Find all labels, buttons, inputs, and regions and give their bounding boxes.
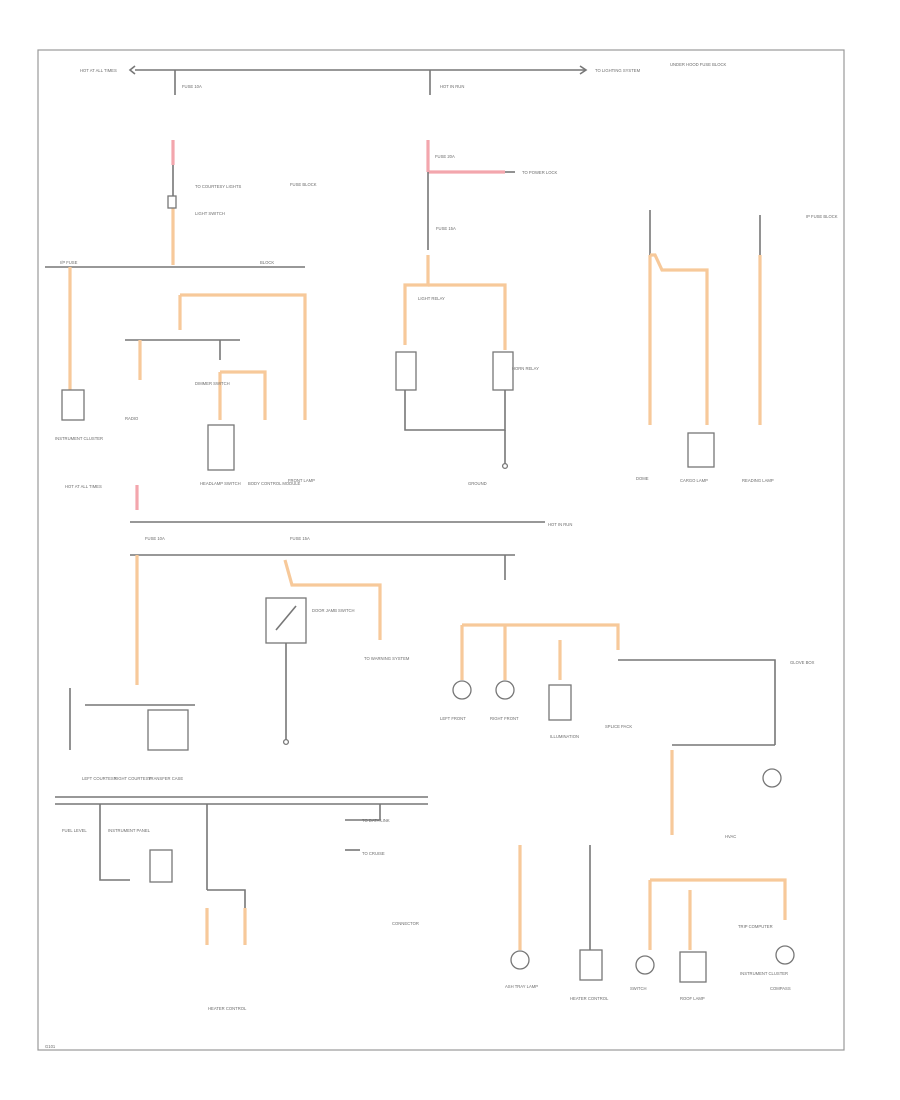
label-right-c: READING LAMP bbox=[742, 478, 774, 483]
label-lower-d: TO CRUISE bbox=[362, 851, 385, 856]
label-footer: G101 bbox=[45, 1044, 56, 1049]
label-top-right-arrow: TO LIGHTING SYSTEM bbox=[595, 68, 641, 73]
label-bus-left: I/P FUSE bbox=[60, 260, 78, 265]
label-lamp-d: ILLUMINATION bbox=[550, 734, 579, 739]
label-relay-b: HORN RELAY bbox=[512, 366, 539, 371]
label-fuse-mid-a: FUSE 20A bbox=[435, 154, 455, 159]
label-right-b: CARGO LAMP bbox=[680, 478, 708, 483]
label-right-a: DOME bbox=[636, 476, 649, 481]
label-bottom-c: HVAC bbox=[725, 834, 736, 839]
label-lamp-b: RIGHT COURTESY bbox=[114, 776, 152, 781]
label-lamp-e: GLOVE BOX bbox=[790, 660, 815, 665]
bottom-right-group: ASH TRAY LAMP HEATER CONTROL HVAC SWITCH… bbox=[505, 834, 795, 1001]
label-mid-row-d: HOT AT ALL TIMES bbox=[65, 484, 102, 489]
left-switch-box: LEFT COURTESY RIGHT COURTESY TRANSFER CA… bbox=[69, 688, 195, 781]
label-bottom-g: COMPASS bbox=[770, 986, 791, 991]
label-fuse-left-a: FUSE 10A bbox=[182, 84, 202, 89]
label-lower-a: FUEL LEVEL bbox=[62, 828, 87, 833]
label-bottom-h: TRIP COMPUTER bbox=[738, 924, 773, 929]
label-bus-mid: BLOCK bbox=[260, 260, 274, 265]
label-bottom-b: HEATER CONTROL bbox=[570, 996, 609, 1001]
label-fuse-left-c: LIGHT SWITCH bbox=[195, 211, 225, 216]
right-top-group: DOME CARGO LAMP READING LAMP IP FUSE BLO… bbox=[636, 210, 838, 483]
label-comp-b: RADIO bbox=[125, 416, 139, 421]
diagram-frame bbox=[37, 49, 845, 1051]
label-top-left: HOT AT ALL TIMES bbox=[80, 68, 117, 73]
label-comp-d: BODY CONTROL MODULE bbox=[248, 481, 301, 486]
label-fuse-mid-c: FUSE 15A bbox=[436, 226, 456, 231]
lower-left-group: FUEL LEVEL INSTRUMENT PANEL HEATER CONTR… bbox=[55, 796, 428, 1011]
label-bottom-e: ROOF LAMP bbox=[680, 996, 705, 1001]
label-mid-row-a: HOT IN RUN bbox=[548, 522, 572, 527]
label-comp-e: FRONT LAMP bbox=[288, 478, 315, 483]
label-lower-f: HEATER CONTROL bbox=[208, 1006, 247, 1011]
label-right-d: IP FUSE BLOCK bbox=[806, 214, 838, 219]
left-fuse-group: TO COURTESY LIGHTS LIGHT SWITCH FUSE BLO… bbox=[167, 140, 317, 265]
label-top-right-corner: UNDER HOOD FUSE BLOCK bbox=[670, 62, 727, 67]
label-fuse-left-d: FUSE BLOCK bbox=[290, 182, 317, 187]
label-switch-a: DOOR JAMB SWITCH bbox=[312, 608, 355, 613]
label-bottom-d: SWITCH bbox=[630, 986, 647, 991]
label-lamp-a: LEFT COURTESY bbox=[82, 776, 117, 781]
label-bottom-f: INSTRUMENT CLUSTER bbox=[740, 971, 788, 976]
label-dimmer: DIMMER SWITCH bbox=[195, 381, 230, 386]
label-lower-c: TO DATA LINK bbox=[362, 818, 390, 823]
mid-fuse-group: TO POWER LOCK FUSE 20A FUSE 15A LIGHT RE… bbox=[395, 140, 557, 486]
label-relay-a: LIGHT RELAY bbox=[418, 296, 445, 301]
label-switch-b: TO WARNING SYSTEM bbox=[364, 656, 410, 661]
label-ground-a: GROUND bbox=[468, 481, 487, 486]
label-lower-b: INSTRUMENT PANEL bbox=[108, 828, 151, 833]
label-mid-row-b: FUSE 10A bbox=[145, 536, 165, 541]
left-bus: I/P FUSE BLOCK INSTRUMENT CLUSTER RADIO … bbox=[45, 260, 315, 486]
label-comp-c: HEADLAMP SWITCH bbox=[200, 481, 241, 486]
label-mid-row-c: FUSE 15A bbox=[290, 536, 310, 541]
label-comp-f: LEFT FRONT bbox=[440, 716, 466, 721]
label-top-mid: HOT IN RUN bbox=[440, 84, 464, 89]
label-lamp-c: TRANSFER CASE bbox=[148, 776, 183, 781]
label-comp-a: INSTRUMENT CLUSTER bbox=[55, 436, 103, 441]
label-lower-bus: SPLICE PACK bbox=[605, 724, 632, 729]
top-row: HOT AT ALL TIMES HOT IN RUN TO LIGHTING … bbox=[80, 62, 727, 95]
label-fuse-left-b: TO COURTESY LIGHTS bbox=[195, 184, 242, 189]
mid-row: HOT AT ALL TIMES HOT IN RUN FUSE 10A FUS… bbox=[65, 484, 572, 746]
label-fuse-mid-b: TO POWER LOCK bbox=[522, 170, 557, 175]
label-comp-g: RIGHT FRONT bbox=[490, 716, 519, 721]
label-lower-e: CONNECTOR bbox=[392, 921, 419, 926]
label-bottom-a: ASH TRAY LAMP bbox=[505, 984, 538, 989]
right-lamps: LEFT FRONT RIGHT FRONT ILLUMINATION GLOV… bbox=[440, 555, 815, 835]
